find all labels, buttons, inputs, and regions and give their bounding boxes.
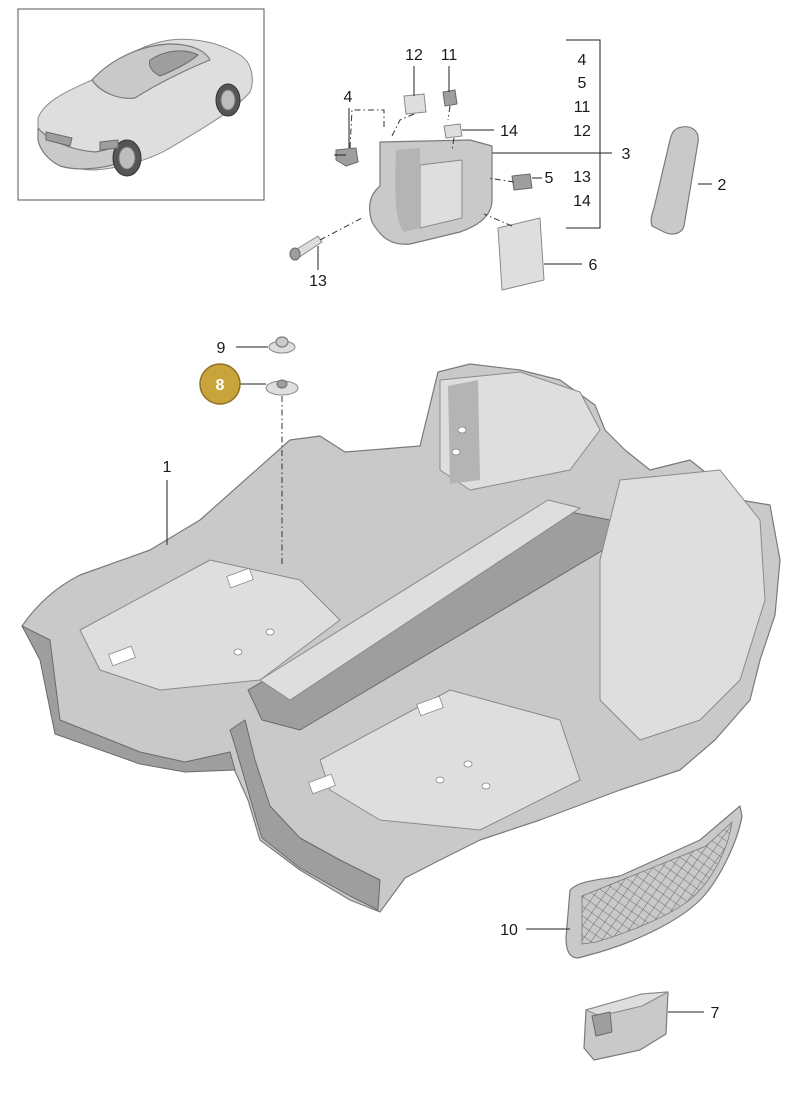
callout-10[interactable]: 10: [500, 922, 518, 939]
callout-7[interactable]: 7: [711, 1005, 720, 1022]
clip-11: [442, 89, 458, 107]
callout-11[interactable]: 11: [441, 47, 458, 64]
fastener-9: [268, 336, 296, 354]
callout-12[interactable]: 12: [405, 47, 423, 64]
callout-13[interactable]: 13: [309, 273, 327, 290]
bracket-item-6: 14: [573, 193, 591, 210]
callout-9[interactable]: 9: [217, 340, 226, 357]
callout-14[interactable]: 14: [500, 123, 518, 140]
storage-tray: [583, 991, 669, 1061]
callout-8[interactable]: 8: [216, 377, 225, 394]
clip-4: [335, 147, 359, 167]
side-trim-strip: [650, 126, 699, 235]
pad-14: [443, 123, 463, 139]
fastener-8: [265, 379, 299, 396]
bracket-item-3: 11: [574, 99, 591, 116]
bracket-item-1: 4: [578, 52, 587, 69]
cover-6: [497, 217, 545, 291]
highlight-badge-8[interactable]: [199, 363, 241, 405]
car-illustration: [37, 38, 253, 177]
vehicle-thumbnail: [17, 8, 265, 201]
callout-3[interactable]: 3: [622, 146, 631, 163]
leader-lines: [166, 66, 712, 1013]
bracket-item-2: 5: [578, 75, 587, 92]
floor-carpet: [21, 363, 781, 913]
callout-2[interactable]: 2: [718, 177, 727, 194]
bracket-item-5: 13: [573, 169, 591, 186]
pad-12: [403, 93, 427, 115]
callout-4[interactable]: 4: [344, 89, 353, 106]
callout-5[interactable]: 5: [545, 170, 554, 187]
bracket-item-4: 12: [573, 123, 591, 140]
callout-labels: 1 2 3 4 5 6 7 8 9 10 11 12 13 14: [163, 47, 727, 1022]
bracket-group: 4 5 11 12 13 14: [470, 39, 612, 229]
storage-net: [565, 805, 743, 959]
callout-1[interactable]: 1: [163, 459, 172, 476]
callout-6[interactable]: 6: [589, 257, 598, 274]
clip-5: [511, 173, 533, 191]
trim-panel-assembly: [289, 89, 545, 291]
